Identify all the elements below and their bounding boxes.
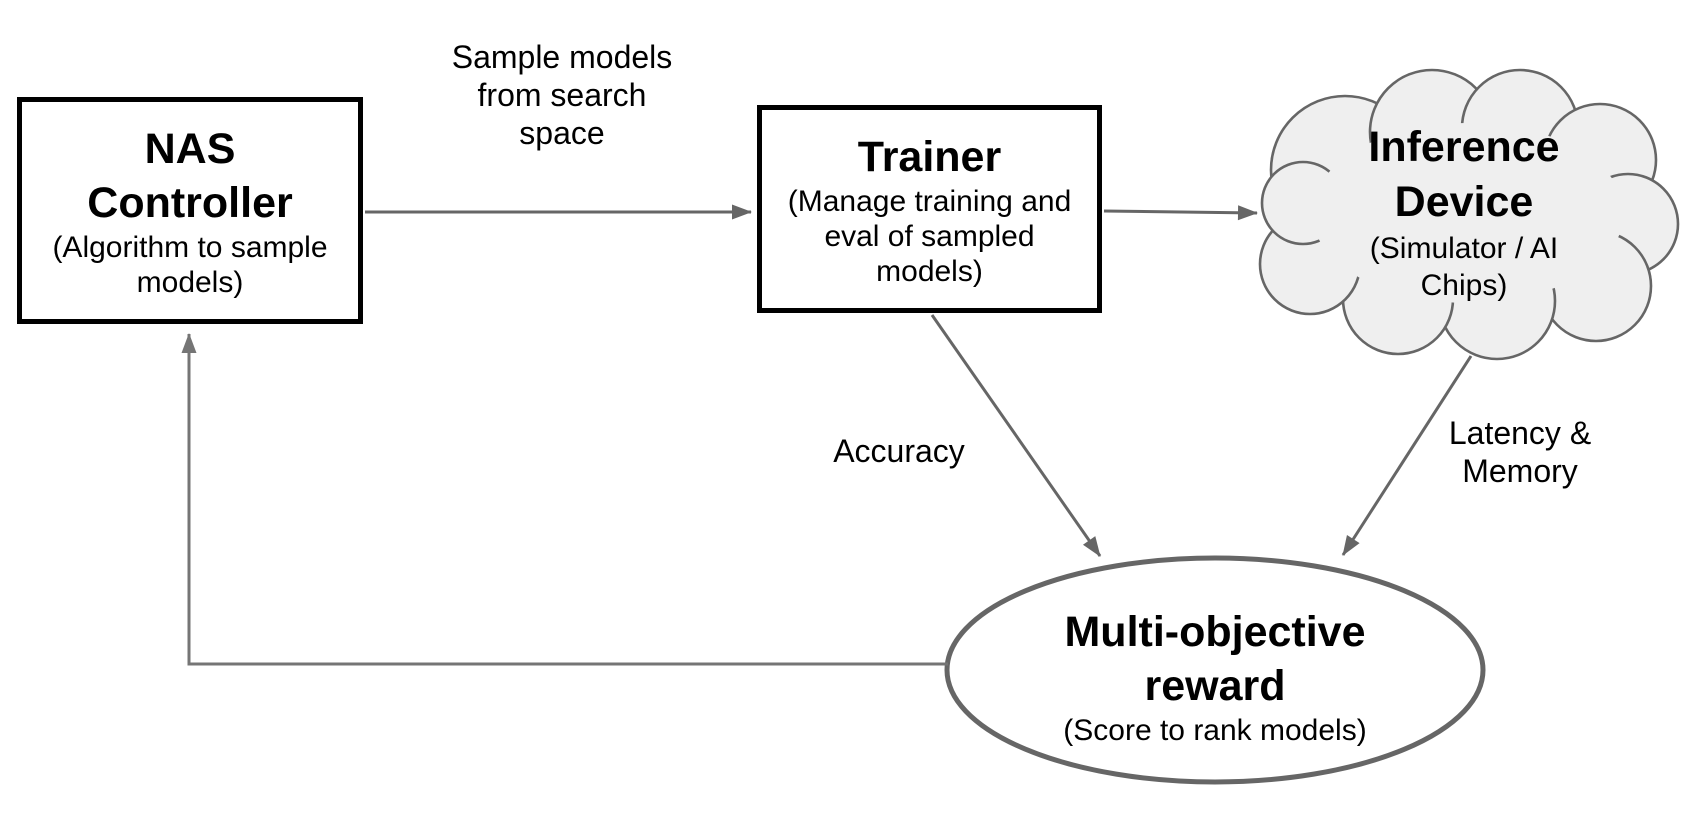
edge-label-latency-memory-line2: Memory bbox=[1462, 453, 1578, 489]
edge-label-sample-models-line3: space bbox=[519, 115, 605, 151]
edge-trainer-to-inference bbox=[1103, 205, 1258, 221]
edge-label-accuracy: Accuracy bbox=[833, 433, 965, 469]
trainer-subtitle-line2: eval of sampled bbox=[824, 219, 1035, 253]
multi-objective-reward-shape bbox=[944, 555, 1486, 785]
edge-trainer-to-reward bbox=[930, 314, 1102, 557]
edge-inference-to-reward bbox=[1341, 355, 1473, 556]
nas-controller-title-line2: Controller bbox=[87, 178, 293, 227]
edge-label-latency-memory: Latency & Memory bbox=[1388, 414, 1652, 490]
nas-controller-title-line1: NAS bbox=[144, 124, 236, 173]
edge-label-sample-models-line2: from search bbox=[477, 77, 647, 113]
edge-reward-to-nas-feedback bbox=[181, 333, 948, 666]
trainer-node: Trainer (Manage training and eval of sam… bbox=[757, 105, 1102, 313]
edge-label-latency-memory-line1: Latency & bbox=[1448, 415, 1592, 451]
trainer-subtitle-line1: (Manage training and bbox=[787, 184, 1072, 218]
inference-device-cloud-shape bbox=[1258, 68, 1680, 361]
nas-controller-node: NAS Controller (Algorithm to sample mode… bbox=[17, 97, 363, 324]
edge-label-sample-models-line1: Sample models bbox=[451, 39, 673, 75]
nas-controller-subtitle-line2: models) bbox=[136, 265, 244, 299]
edge-label-sample-models: Sample models from search space bbox=[412, 38, 712, 152]
nas-controller-subtitle-line1: (Algorithm to sample bbox=[52, 230, 328, 264]
trainer-title: Trainer bbox=[857, 132, 1002, 181]
trainer-subtitle-line3: models) bbox=[876, 254, 983, 288]
